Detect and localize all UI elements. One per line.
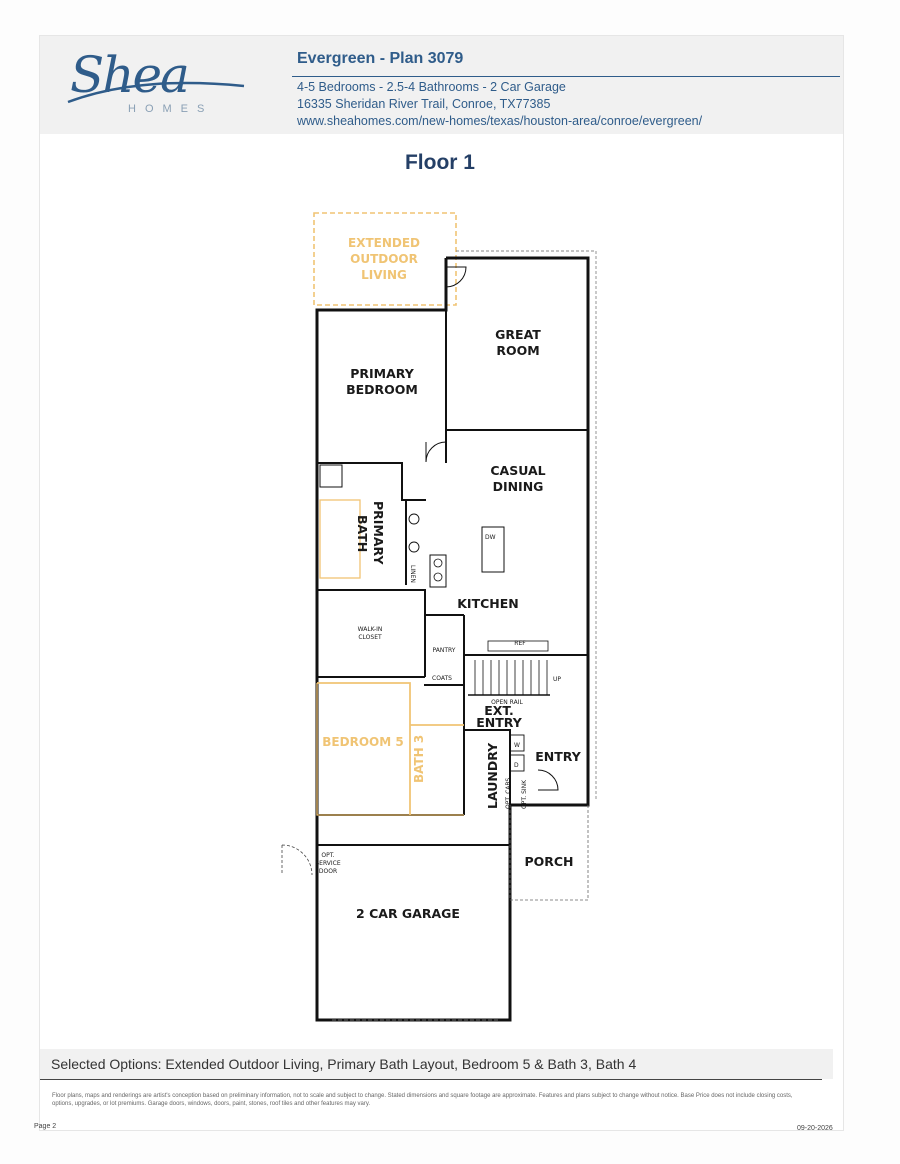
door-primary-icon bbox=[425, 441, 447, 463]
label-casual-dining-1: CASUAL bbox=[490, 463, 545, 478]
porch-outline bbox=[509, 805, 589, 901]
label-opt-service-1: OPT. bbox=[321, 852, 334, 859]
label-ref: REF bbox=[514, 640, 526, 647]
label-walkin-closet-1: WALK-IN bbox=[358, 626, 383, 633]
selected-options: Selected Options: Extended Outdoor Livin… bbox=[51, 1056, 637, 1072]
label-great-room-1: GREAT bbox=[495, 327, 541, 342]
options-band bbox=[40, 1049, 833, 1079]
label-dw: DW bbox=[485, 534, 496, 541]
label-extended-outdoor-1: EXTENDED bbox=[348, 236, 420, 250]
dryer-icon bbox=[509, 754, 525, 772]
label-linen: LINEN bbox=[409, 565, 416, 583]
label-casual-dining-2: DINING bbox=[493, 479, 544, 494]
label-primary-bedroom-1: PRIMARY bbox=[350, 366, 414, 381]
label-ext-entry-2: ENTRY bbox=[476, 715, 522, 730]
document-page bbox=[40, 36, 843, 1130]
label-ext-entry-1: EXT. bbox=[484, 703, 514, 718]
label-primary-bath-1: PRIMARY bbox=[371, 501, 386, 565]
logo-swoosh-icon bbox=[67, 81, 245, 104]
label-opt-service-2: SERVICE bbox=[315, 860, 341, 867]
options-divider bbox=[40, 1079, 822, 1080]
logo-sub: HOMES bbox=[128, 103, 214, 115]
label-entry: ENTRY bbox=[535, 749, 581, 764]
page-number: Page 2 bbox=[34, 1123, 57, 1130]
header-band bbox=[40, 36, 843, 134]
label-up: UP bbox=[553, 676, 561, 683]
door-service-icon bbox=[281, 844, 313, 876]
disclaimer: Floor plans, maps and renderings are art… bbox=[52, 1093, 793, 1107]
kitchen-island bbox=[481, 526, 505, 573]
label-garage: 2 CAR GARAGE bbox=[356, 906, 460, 921]
sink-icon bbox=[408, 541, 420, 553]
label-extended-outdoor-2: OUTDOOR bbox=[350, 252, 418, 266]
label-bedroom5: BEDROOM 5 bbox=[322, 735, 403, 749]
label-bath3: BATH 3 bbox=[412, 735, 426, 783]
toilet-icon bbox=[319, 464, 343, 488]
label-extended-outdoor-3: LIVING bbox=[361, 268, 407, 282]
label-pantry: PANTRY bbox=[433, 647, 456, 654]
plan-url[interactable]: www.sheahomes.com/new-homes/texas/housto… bbox=[297, 114, 703, 128]
label-laundry: LAUNDRY bbox=[485, 742, 500, 809]
title-divider bbox=[292, 76, 840, 77]
label-primary-bedroom-2: BEDROOM bbox=[346, 382, 418, 397]
label-opt-service-3: DOOR bbox=[319, 868, 337, 875]
bedroom5-option-outline bbox=[317, 682, 464, 815]
label-great-room-2: ROOM bbox=[496, 343, 539, 358]
plan-specs: 4-5 Bedrooms - 2.5-4 Bathrooms - 2 Car G… bbox=[297, 80, 566, 94]
door-entry-icon bbox=[537, 769, 559, 791]
stairs-icon bbox=[468, 660, 550, 696]
plan-address: 16335 Sheridan River Trail, Conroe, TX77… bbox=[297, 97, 551, 111]
floor-title: Floor 1 bbox=[404, 151, 475, 174]
refrigerator-icon bbox=[487, 640, 549, 652]
label-porch: PORCH bbox=[524, 854, 573, 869]
print-date: 09-20-2026 bbox=[797, 1125, 833, 1132]
range-icon bbox=[429, 554, 447, 588]
door-outdoor-icon bbox=[445, 266, 467, 288]
label-opt-cabs: OPT. CABS bbox=[505, 778, 512, 809]
label-kitchen: KITCHEN bbox=[457, 596, 519, 611]
floor-plan: EXTENDED OUTDOOR LIVING bbox=[281, 212, 597, 1022]
washer-icon bbox=[509, 734, 525, 752]
primary-bath-option-outline bbox=[319, 499, 361, 579]
shea-homes-logo: Shea HOMES bbox=[62, 46, 252, 126]
label-opt-sink: OPT. SINK bbox=[521, 779, 528, 809]
label-washer: W bbox=[514, 742, 520, 749]
label-dryer: D bbox=[514, 762, 519, 769]
roofline-dashes bbox=[456, 250, 597, 800]
label-walkin-closet-2: CLOSET bbox=[358, 634, 382, 641]
label-open-rail: OPEN RAIL bbox=[491, 699, 523, 706]
label-coats: COATS bbox=[432, 675, 452, 682]
label-primary-bath-2: BATH bbox=[355, 515, 370, 552]
sink-icon bbox=[408, 513, 420, 525]
plan-title: Evergreen - Plan 3079 bbox=[297, 50, 464, 67]
